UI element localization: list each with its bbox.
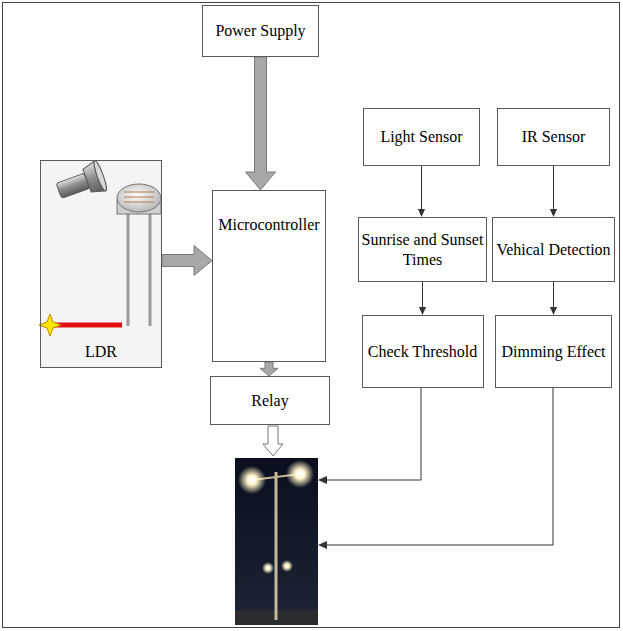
process-box: Dimming Effect: [495, 315, 612, 388]
dimming-lamp-line: [326, 388, 553, 545]
flow-arrow: [550, 282, 557, 315]
light-star: [39, 314, 61, 336]
flashlight-icon: [53, 160, 108, 206]
box-label: Microcontroller: [218, 215, 319, 234]
process-box: Vehical Detection: [492, 217, 615, 282]
box-label: Dimming Effect: [501, 342, 605, 361]
box-label: Power Supply: [215, 21, 305, 40]
process-box: Check Threshold: [362, 315, 484, 388]
light-beam: [52, 323, 122, 328]
street-lamp-photo: [235, 458, 318, 625]
ldr-symbol: [117, 184, 161, 326]
box-label: Relay: [251, 391, 288, 410]
flow-arrow: [418, 166, 425, 217]
box-label: IR Sensor: [522, 127, 586, 146]
flow-arrow: [550, 166, 557, 217]
process-box: Sunrise and Sunset Times: [358, 217, 487, 282]
box-label: Sunrise and Sunset Times: [359, 230, 486, 268]
process-box: Relay: [210, 376, 330, 425]
box-label: Vehical Detection: [496, 240, 610, 259]
process-box: Microcontroller: [212, 190, 326, 362]
box-label: LDR: [85, 342, 117, 361]
ldr-panel-fill: [40, 160, 162, 368]
dimming-lamp-head: [318, 541, 327, 549]
block-arrow: [246, 57, 276, 190]
process-box: Power Supply: [202, 5, 319, 57]
process-box: IR Sensor: [497, 108, 610, 166]
sensor-panel: LDR: [40, 160, 162, 368]
relay-lamp-arrow: [263, 426, 283, 456]
block-arrow: [260, 362, 278, 376]
box-label: Check Threshold: [368, 342, 477, 361]
threshold-lamp-head: [318, 476, 327, 484]
threshold-lamp-line: [326, 388, 421, 480]
outer-frame: [3, 3, 620, 628]
box-label: Light Sensor: [380, 127, 462, 146]
flow-arrow: [419, 282, 426, 315]
process-box: Light Sensor: [363, 108, 480, 166]
block-arrow: [162, 246, 212, 276]
